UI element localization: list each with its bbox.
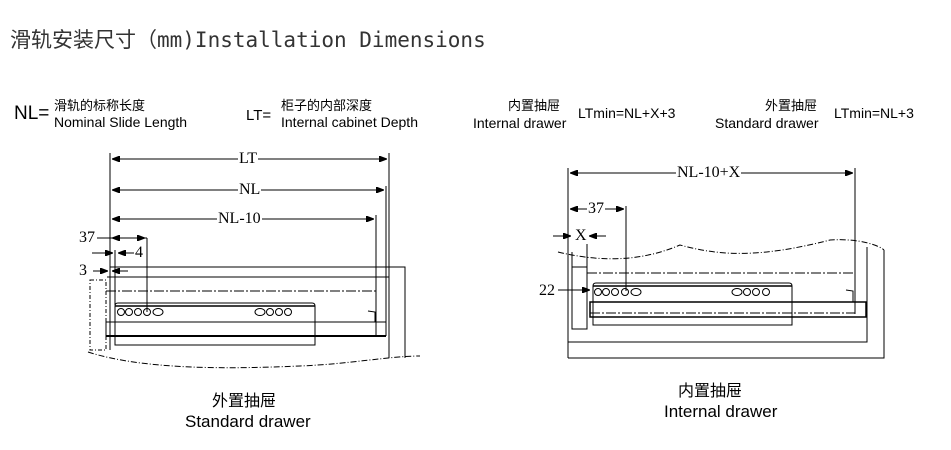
lt-label-en: Internal cabinet Depth [281, 114, 418, 130]
dim-nl-10: NL-10 [217, 210, 262, 227]
standard-formula: LTmin=NL+3 [834, 105, 914, 121]
lt-label-cn: 柜子的内部深度 [281, 98, 373, 113]
internal-formula: LTmin=NL+X+3 [578, 105, 676, 121]
dim-3: 3 [78, 262, 88, 279]
nl-label-cn: 滑轨的标称长度 [54, 98, 146, 113]
mounting-holes [117, 308, 292, 316]
standard-caption-en: Standard drawer [185, 412, 311, 431]
dim-lt: LT [238, 150, 259, 167]
dim-37: 37 [78, 229, 96, 246]
standard-label-en: Standard drawer [715, 115, 819, 131]
internal-label-en: Internal drawer [473, 115, 567, 131]
internal-drawing [553, 168, 885, 359]
dim-22: 22 [538, 282, 556, 299]
internal-caption-en: Internal drawer [664, 402, 778, 421]
dim-37: 37 [587, 200, 605, 217]
page-title: 滑轨安装尺寸（mm)Installation Dimensions [10, 28, 486, 52]
standard-caption-cn: 外置抽屉 [212, 393, 277, 410]
dim-nl: NL [238, 181, 262, 198]
mounting-holes [594, 288, 770, 296]
nl-label-en: Nominal Slide Length [54, 114, 188, 130]
dim-x: X [574, 227, 588, 244]
standard-label-cn: 外置抽屉 [765, 98, 818, 113]
internal-label-cn: 内置抽屉 [508, 98, 561, 113]
internal-caption-cn: 内置抽屉 [678, 383, 743, 400]
nl-symbol: NL= [14, 103, 50, 124]
lt-symbol: LT= [246, 107, 272, 124]
dim-nl-10-x: NL-10+X [676, 164, 742, 181]
dim-4: 4 [134, 244, 144, 261]
